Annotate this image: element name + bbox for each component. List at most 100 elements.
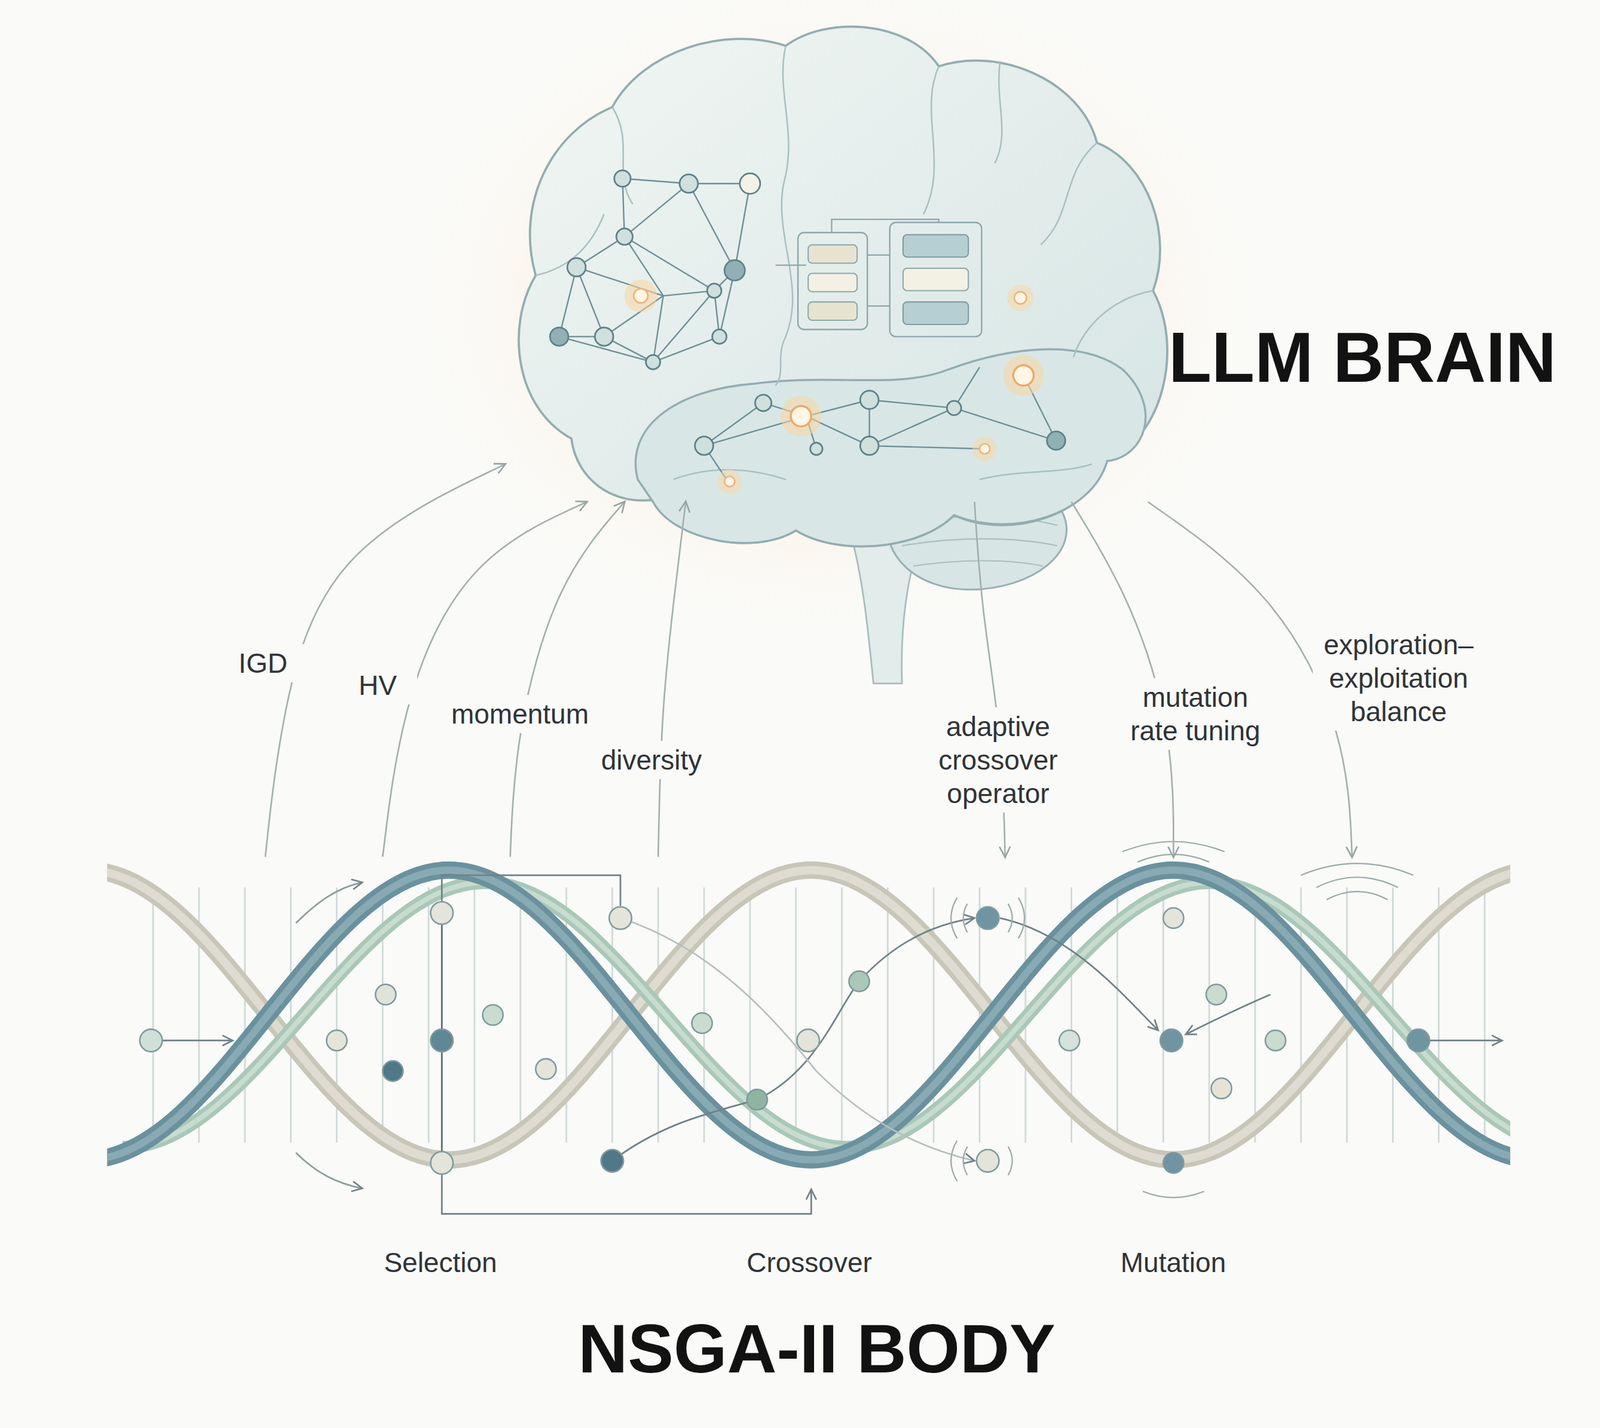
- brain-sulci: [535, 46, 1153, 480]
- glow-halo: [780, 395, 822, 437]
- network-node: [707, 283, 722, 299]
- glow-nodes: [624, 279, 1045, 495]
- helix-bead: [1206, 984, 1227, 1006]
- feedback-arrow: [510, 502, 625, 858]
- stage-label: Mutation: [1117, 1243, 1230, 1283]
- network-node: [594, 327, 614, 347]
- glow-node: [979, 444, 990, 455]
- concept-node: LLM BRAIN: [505, 20, 1174, 503]
- network-node: [679, 174, 699, 194]
- temporal-lobe: [635, 349, 1146, 547]
- edge-label: adaptive crossover operator: [922, 707, 1074, 813]
- layer-bar: [808, 245, 858, 264]
- edge-label: momentum: [426, 695, 614, 734]
- glow-node: [724, 476, 735, 487]
- wave-mark: [950, 897, 1025, 939]
- helix-bead: [326, 1030, 347, 1051]
- helix-bead: [482, 1005, 504, 1026]
- wave-marks: [950, 841, 1413, 1198]
- edge-label: mutation rate tuning: [1117, 678, 1274, 751]
- cerebrum-outline: [518, 26, 1168, 547]
- flow-arrow: [295, 1152, 363, 1189]
- mutation-arrow: [1185, 995, 1271, 1036]
- transformer-block: [889, 222, 982, 337]
- node-heading: NSGA-II BODY: [115, 1311, 1519, 1388]
- layer-bar: [808, 273, 858, 293]
- wave-mark: [1122, 841, 1225, 1198]
- network-node: [946, 401, 962, 416]
- feedback-arrow: [658, 502, 686, 858]
- helix-bead: [1059, 1030, 1080, 1051]
- dna-helix: [106, 870, 1510, 1161]
- helix-bead: [1160, 1029, 1183, 1053]
- glow-halo: [972, 436, 997, 462]
- helix-bead: [1163, 907, 1184, 929]
- helix-strand: [106, 870, 1510, 1161]
- selection-bracket: [441, 1163, 812, 1214]
- network-node: [739, 173, 761, 194]
- network-node: [712, 329, 727, 344]
- crossover-arrow: [612, 918, 975, 1162]
- node-heading: LLM BRAIN: [1168, 319, 1599, 397]
- helix-strand: [122, 882, 1511, 1149]
- flow-arrow: [151, 1039, 234, 1042]
- helix-bead: [692, 1013, 713, 1034]
- layer-bar: [903, 301, 969, 325]
- network-node: [1047, 431, 1066, 451]
- helix-bead: [848, 971, 870, 992]
- helix-bead: [1406, 1029, 1430, 1053]
- illustration-group: [86, 0, 1572, 1215]
- helix-bead: [535, 1059, 556, 1080]
- wave-mark: [1301, 863, 1414, 901]
- network-links: [559, 178, 751, 363]
- helix-bead: [375, 984, 396, 1006]
- network-node: [616, 228, 633, 245]
- network-node: [860, 390, 879, 410]
- helix-strand-highlight: [106, 870, 1510, 1161]
- concept-node: NSGA-II BODY: [106, 857, 1510, 1398]
- helix-bead: [382, 1061, 403, 1082]
- helix-beads: [139, 901, 1430, 1175]
- glow-node: [1013, 365, 1034, 386]
- glow-node: [633, 288, 648, 304]
- helix-bead: [1211, 1078, 1232, 1100]
- wave-mark: [950, 1140, 1012, 1182]
- edge-label: IGD: [217, 644, 309, 683]
- helix-bead: [430, 1029, 454, 1053]
- selection-bracket: [441, 875, 621, 914]
- helix-bead: [430, 1152, 454, 1176]
- helix-bead: [747, 1089, 768, 1110]
- glow-halo: [624, 279, 658, 313]
- helix-bead: [609, 907, 632, 930]
- network-node: [695, 436, 714, 456]
- stage-label: Crossover: [742, 1243, 876, 1283]
- helix-strand-highlight: [122, 882, 1511, 1149]
- helix-bead: [430, 901, 454, 925]
- edge-label: HV: [338, 666, 418, 705]
- helix-bead: [796, 1029, 820, 1053]
- glow-node: [790, 405, 812, 427]
- network-node: [810, 442, 823, 455]
- helix-bead: [139, 1029, 163, 1053]
- glow-halo: [1002, 355, 1044, 396]
- network-node: [724, 259, 745, 281]
- transformer-block: [797, 232, 868, 330]
- brain-glow: [398, 0, 1276, 644]
- glow-halo: [1007, 284, 1034, 311]
- flow-arrows: [151, 875, 1502, 1215]
- glow-node: [1014, 291, 1027, 304]
- helix-bead: [976, 1149, 1000, 1173]
- helix-bead: [976, 907, 1000, 930]
- network-node: [549, 327, 569, 347]
- flow-arrow: [295, 882, 363, 924]
- layer-bar: [903, 268, 969, 292]
- network-node: [567, 258, 586, 277]
- stage-label: Selection: [380, 1243, 501, 1283]
- network-nodes: [549, 170, 761, 370]
- edge-label: diversity: [570, 741, 733, 780]
- edge-label: exploration–exploitation balance: [1313, 625, 1485, 731]
- helix-bead: [601, 1149, 624, 1173]
- network-node: [860, 436, 879, 456]
- network-node: [614, 170, 631, 187]
- layer-bar: [903, 234, 969, 258]
